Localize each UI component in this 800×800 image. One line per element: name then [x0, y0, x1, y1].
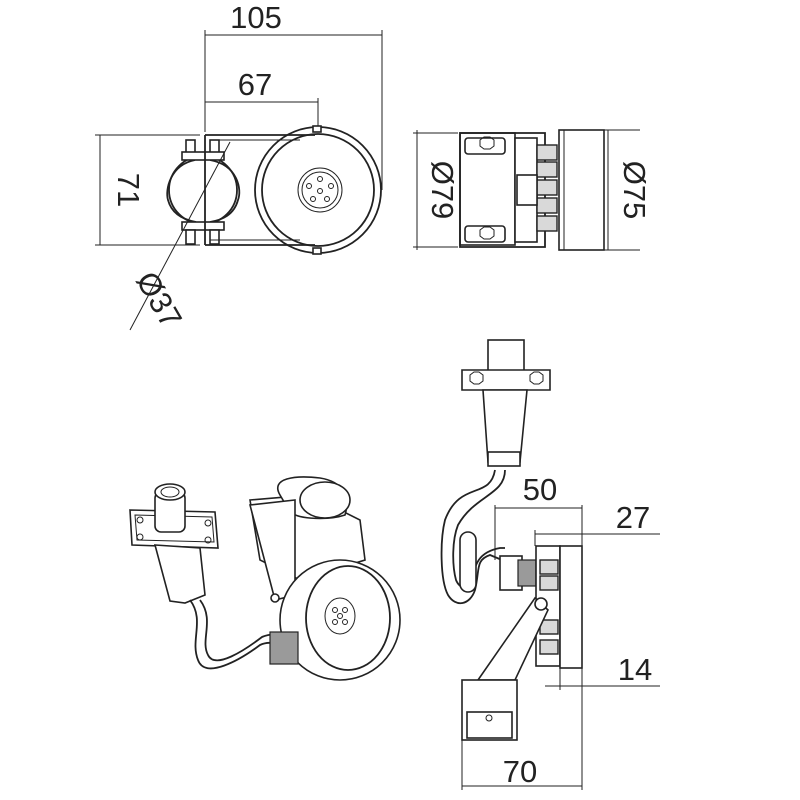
dim-label-71: 71 — [111, 173, 146, 207]
dim-label-14: 14 — [618, 652, 652, 687]
clamp-bolt-bottom-right — [209, 229, 220, 245]
dim-label-d79: Ø79 — [425, 161, 460, 220]
dim-label-d75: Ø75 — [617, 161, 652, 220]
isometric-view — [129, 476, 401, 681]
front-view-dimensions — [95, 30, 383, 331]
front-view — [166, 125, 382, 255]
dim-label-105: 105 — [230, 0, 282, 35]
connector-face — [297, 167, 343, 213]
side-view-dimensions — [413, 129, 640, 251]
clamp-bolt-bottom-left — [185, 229, 196, 245]
clamp-tube-circle — [168, 155, 238, 225]
dim-label-d37: Ø37 — [129, 266, 189, 334]
elevation-view — [440, 339, 583, 741]
lamp-body-inner — [261, 133, 375, 247]
elevation-view-dimensions — [461, 505, 660, 790]
dim-leader-d37 — [129, 141, 231, 331]
dim-label-27: 27 — [616, 500, 650, 535]
dim-label-67: 67 — [238, 67, 272, 102]
elevation-lens — [559, 545, 583, 669]
lens-cap — [558, 129, 605, 251]
dim-label-70: 70 — [503, 754, 537, 789]
side-view — [459, 129, 605, 251]
dim-label-50: 50 — [523, 472, 557, 507]
